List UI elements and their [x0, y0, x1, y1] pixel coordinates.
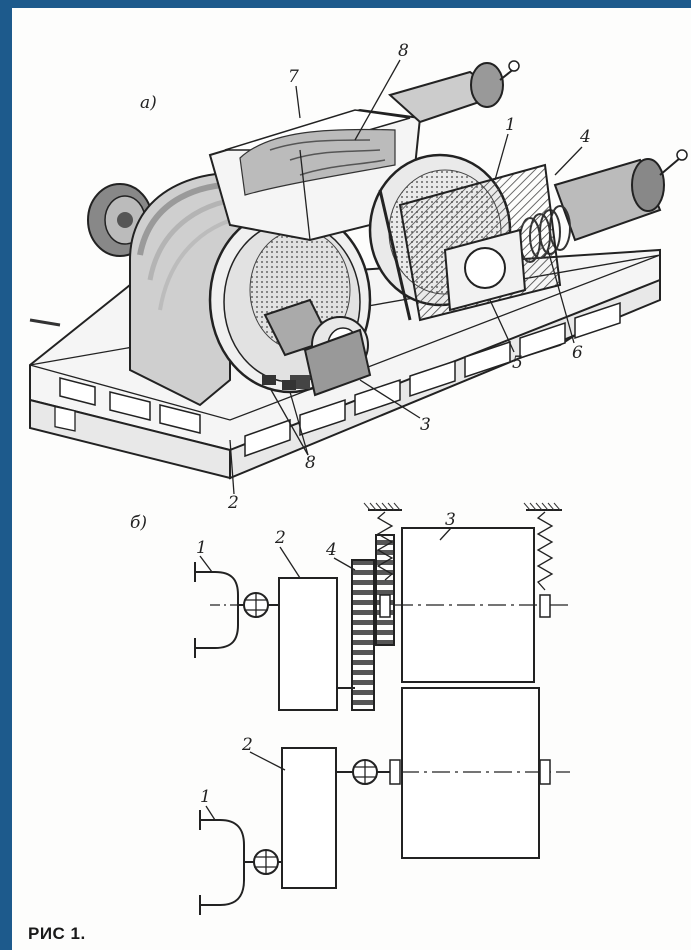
spring-right	[523, 502, 562, 618]
label-7: 7	[288, 67, 299, 87]
figure-caption: РИС 1.	[28, 924, 86, 943]
label-8-top: 8	[398, 41, 409, 61]
label-8-bottom: 8	[305, 453, 316, 473]
label-1: 1	[505, 115, 516, 135]
feed-hopper	[208, 108, 422, 242]
label-4: 4	[579, 127, 591, 147]
panel-b-label: б)	[130, 513, 147, 533]
bolts	[262, 375, 296, 390]
label-b-2-bottom: 2	[241, 735, 253, 755]
label-2: 2	[227, 493, 239, 513]
label-b-3: 3	[445, 510, 456, 530]
label-b-4: 4	[325, 540, 337, 560]
panel-a-isometric: а) 7 8 1 4 6 5 3 2 8	[29, 41, 688, 513]
scheme-bottom: 2 1	[199, 687, 570, 915]
label-3: 3	[420, 415, 431, 435]
label-5: 5	[512, 353, 523, 373]
panel-a-labels: а) 7 8 1 4 6 5 3 2 8	[140, 41, 591, 513]
label-b-1: 1	[196, 538, 207, 558]
bearing-plate	[378, 163, 562, 322]
label-b-2: 2	[274, 528, 286, 548]
label-6: 6	[572, 343, 583, 363]
spring-left	[363, 502, 402, 618]
spring-cylinders	[387, 60, 688, 263]
panel-b-schemes: б)	[130, 502, 570, 915]
panel-a-label: а)	[140, 93, 157, 113]
shaft-bearing	[263, 298, 372, 397]
scheme-top: 1 2 4 3	[194, 502, 570, 711]
label-b-1-bottom: 1	[200, 787, 211, 807]
